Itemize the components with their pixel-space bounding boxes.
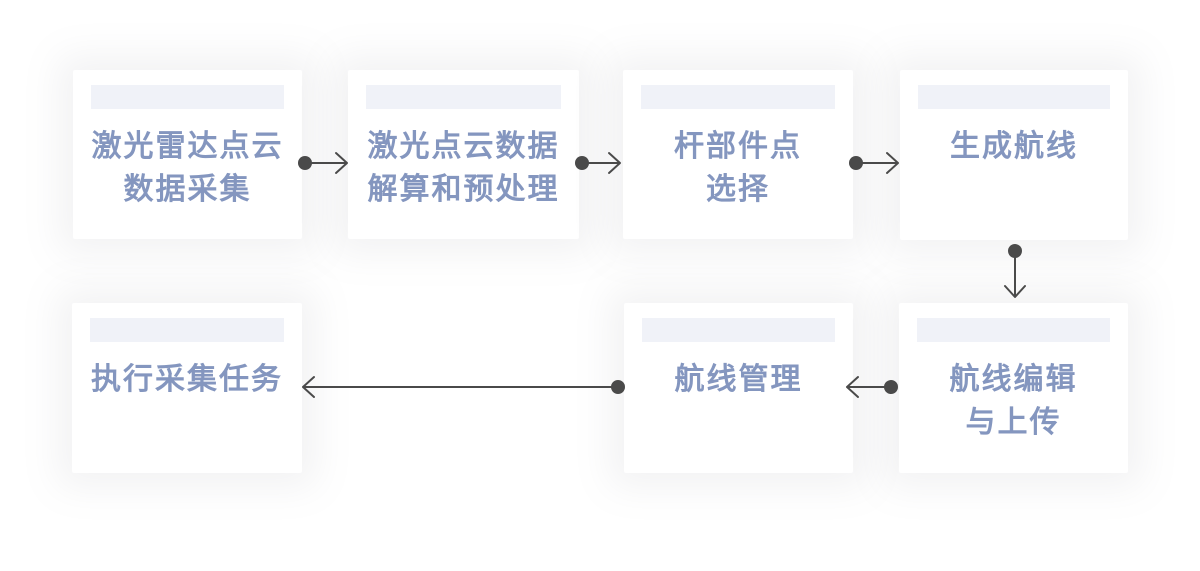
arrow-start-dot: [884, 380, 898, 394]
arrowhead-right-icon: [886, 152, 899, 174]
arrowhead-down-icon: [1004, 285, 1026, 298]
node-label: 杆部件点 选择: [674, 129, 802, 207]
node-label: 航线编辑 与上传: [949, 362, 1078, 440]
arrow-route-edit-to-route-management: [846, 376, 898, 398]
flow-node-point-cloud-solve-preprocess: 激光点云数据 解算和预处理: [348, 70, 579, 239]
arrow-preprocess-to-pole-selection: [575, 152, 621, 174]
node-header-placeholder-bar: [918, 85, 1110, 109]
node-label: 激光雷达点云 数据采集: [91, 129, 284, 207]
arrow-generate-route-to-route-edit: [1004, 244, 1026, 298]
flow-node-pole-component-point-selection: 杆部件点 选择: [623, 70, 853, 239]
node-header-placeholder-bar: [641, 85, 835, 109]
flow-node-route-edit-and-upload: 航线编辑 与上传: [899, 303, 1128, 473]
arrow-start-dot: [611, 380, 625, 394]
arrow-route-management-to-execute-task: [302, 376, 625, 398]
arrow-start-dot: [1008, 244, 1022, 258]
arrowhead-left-icon: [302, 376, 315, 398]
node-label: 激光点云数据 解算和预处理: [367, 129, 560, 207]
node-header-placeholder-bar: [366, 85, 561, 109]
node-label: 执行采集任务: [91, 362, 283, 397]
arrowhead-right-icon: [608, 152, 621, 174]
arrow-pole-selection-to-generate-route: [849, 152, 899, 174]
node-header-placeholder-bar: [90, 318, 284, 342]
node-header-placeholder-bar: [91, 85, 284, 109]
arrowhead-right-icon: [335, 152, 348, 174]
flow-node-route-management: 航线管理: [624, 303, 853, 473]
arrow-collection-to-preprocess: [298, 152, 348, 174]
node-label: 航线管理: [674, 362, 803, 397]
node-header-placeholder-bar: [642, 318, 835, 342]
flow-node-generate-route: 生成航线: [900, 70, 1128, 240]
flow-node-execute-collection-task: 执行采集任务: [72, 303, 302, 473]
flow-node-lidar-point-cloud-collection: 激光雷达点云 数据采集: [73, 70, 302, 239]
node-label: 生成航线: [950, 129, 1078, 164]
node-header-placeholder-bar: [917, 318, 1110, 342]
